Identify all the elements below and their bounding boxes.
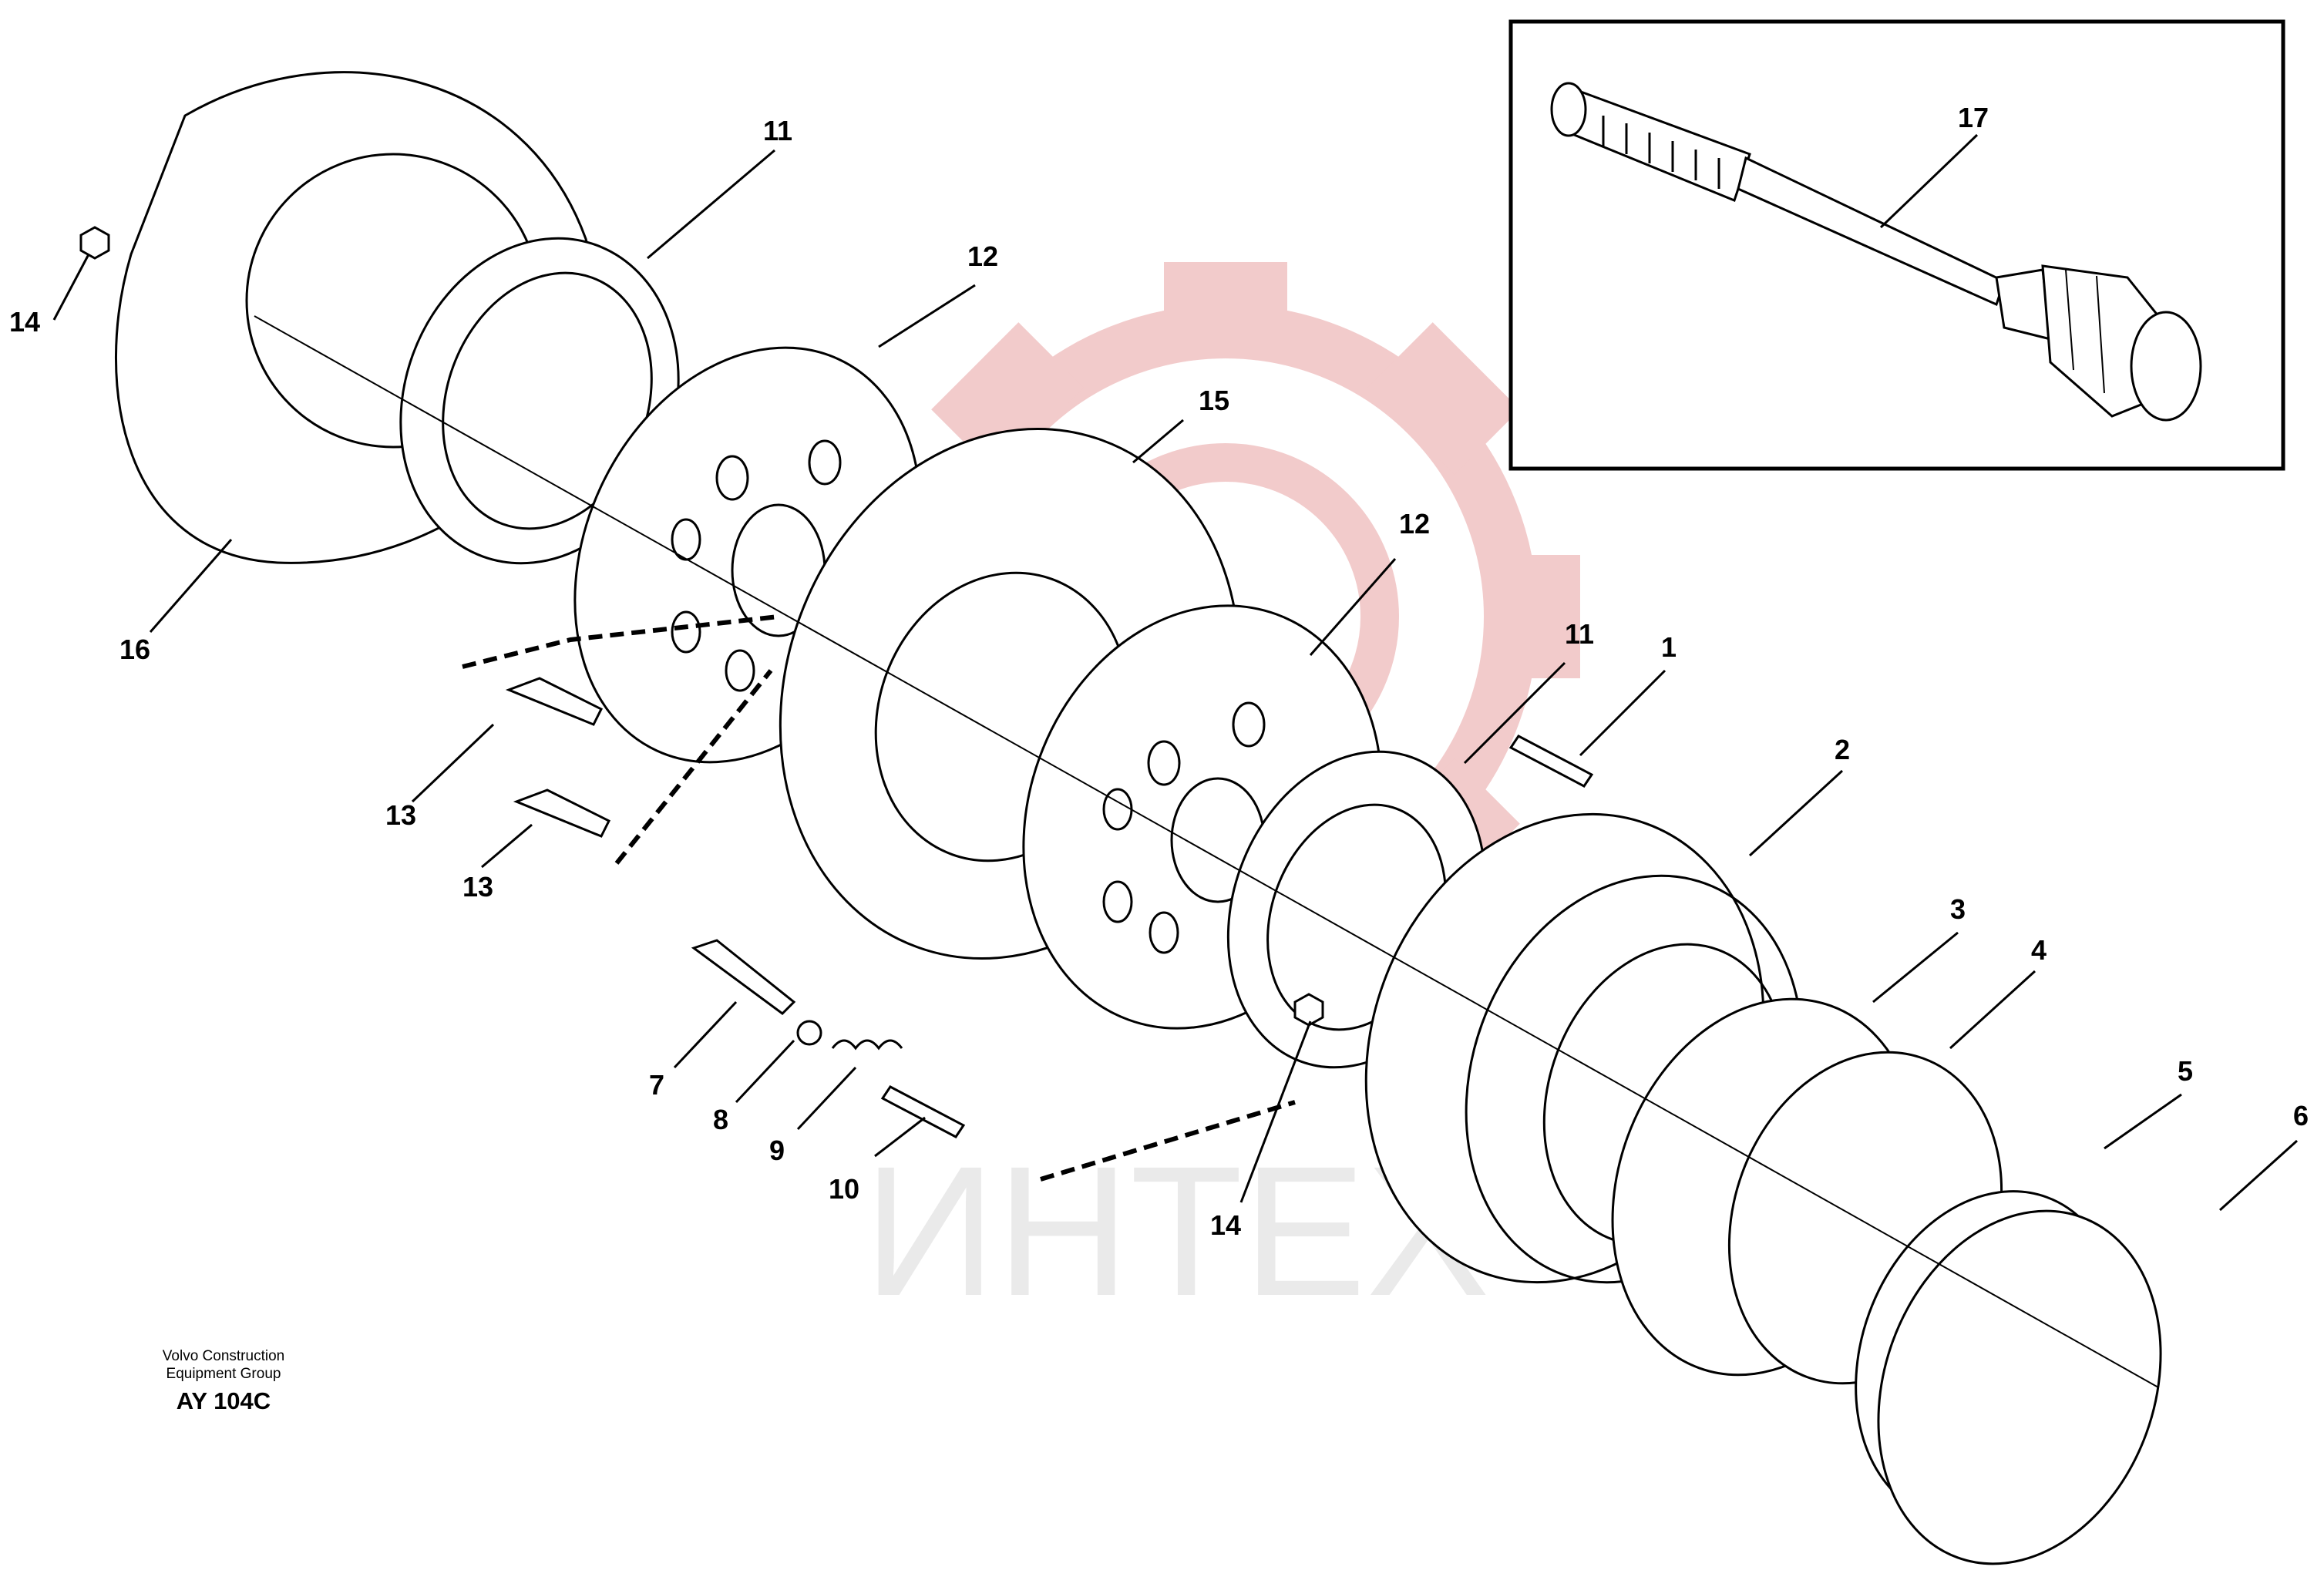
- callout-14-left: 14: [9, 306, 40, 338]
- bolt-13-lower: [513, 788, 611, 838]
- callout-14-right: 14: [1210, 1209, 1241, 1241]
- nut-14-right: [1293, 993, 1324, 1027]
- callout-6: 6: [2293, 1100, 2309, 1131]
- nut-14-left: [79, 226, 110, 260]
- callout-labels: 14 16 11 12 15 12 11 1 2 3 4 5 6 7 8 9 1…: [9, 102, 2309, 1241]
- pin-10: [880, 1085, 966, 1138]
- parts-outlines: [79, 71, 2162, 1565]
- callout-12-right: 12: [1399, 508, 1430, 540]
- pin-1: [1508, 735, 1594, 788]
- spring-9: [831, 1039, 903, 1051]
- callout-11-left: 11: [763, 115, 792, 146]
- bolt-13-upper: [505, 677, 604, 726]
- callout-12-left: 12: [967, 240, 998, 272]
- callout-2: 2: [1835, 734, 1850, 765]
- drawing-credit: Volvo Construction Equipment Group AY 10…: [116, 1347, 331, 1415]
- drawing-code: AY 104C: [176, 1387, 271, 1414]
- screw-7: [691, 939, 796, 1015]
- ring-6: [1877, 1209, 2162, 1565]
- callout-13-lower: 13: [462, 871, 493, 903]
- callout-11-right: 11: [1565, 618, 1594, 650]
- leader-lines: [52, 133, 2299, 1212]
- washer-8: [796, 1020, 822, 1046]
- inset-tool-box: [1508, 19, 2285, 471]
- callout-15: 15: [1199, 385, 1229, 416]
- callout-17: 17: [1958, 102, 1989, 133]
- callout-16: 16: [119, 634, 150, 665]
- company-line-1: Volvo Construction: [162, 1348, 285, 1364]
- callout-4: 4: [2031, 934, 2047, 966]
- company-line-2: Equipment Group: [166, 1366, 281, 1382]
- callout-9: 9: [769, 1135, 785, 1166]
- callout-1: 1: [1661, 631, 1677, 663]
- callout-3: 3: [1950, 893, 1966, 925]
- tool-17-drawing: [1550, 82, 2202, 422]
- callout-13-upper: 13: [385, 799, 416, 831]
- callout-5: 5: [2178, 1055, 2193, 1087]
- callout-8: 8: [713, 1104, 728, 1135]
- callout-10: 10: [829, 1173, 859, 1205]
- callout-7: 7: [649, 1069, 664, 1101]
